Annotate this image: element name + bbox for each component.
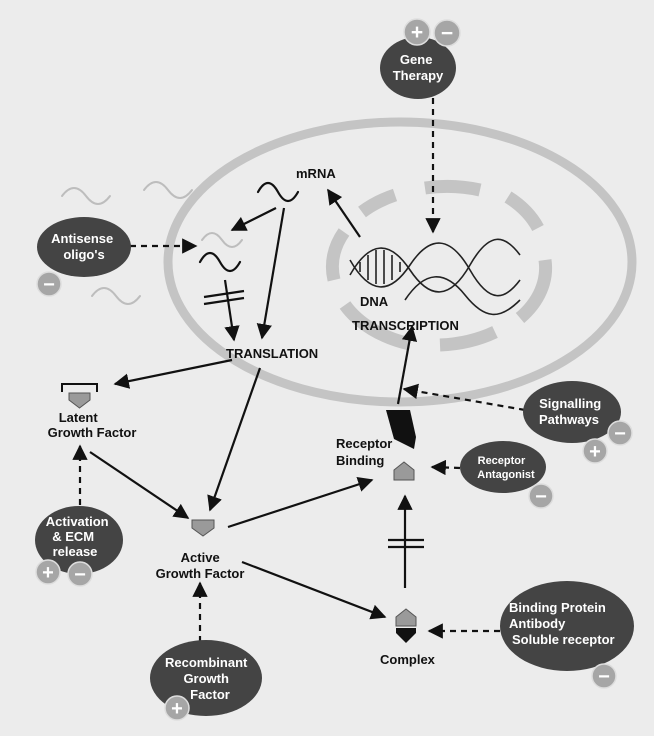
latent-growth-factor-icon: [61, 383, 98, 409]
minus-icon: [607, 420, 633, 446]
dashed-arrows: [72, 98, 526, 642]
gene-therapy-node: [380, 37, 456, 99]
latent-growth-factor-label: Latent Growth Factor: [48, 410, 137, 440]
plus-sign: +: [171, 698, 183, 720]
free-mrna-squiggle: [61, 187, 111, 205]
plus-icon: [164, 695, 190, 721]
free-mrna-squiggle: [91, 287, 141, 305]
mrna-strands: [61, 181, 300, 305]
free-mrna-squiggle: [143, 181, 193, 199]
antisense-squiggle: [201, 232, 243, 248]
translation-label: TRANSLATION: [226, 346, 318, 361]
active-growth-factor-label: Active Growth Factor: [156, 550, 245, 581]
minus-sign: −: [598, 666, 610, 688]
activation-ecm-label: Activation & ECM release: [46, 514, 112, 559]
recombinant-label: Recombinant Growth Factor: [165, 655, 251, 702]
minus-icon: [433, 19, 461, 47]
plus-sign: +: [42, 562, 54, 584]
inhibition-marks: [203, 289, 424, 549]
binding-protein-node: [500, 581, 634, 671]
minus-sign: −: [535, 486, 547, 508]
gene-therapy-label: Gene Therapy: [393, 52, 444, 83]
minus-icon: [36, 271, 62, 297]
bound-growth-factor-icon: [393, 461, 415, 481]
bound-mrna-squiggle: [198, 251, 242, 273]
complex-label: Complex: [380, 652, 436, 667]
minus-icon: [591, 663, 617, 689]
activation-ecm-node: [35, 506, 123, 574]
minus-icon: [528, 483, 554, 509]
plus-sign: +: [589, 441, 601, 463]
dna-helix-icon: [349, 238, 521, 316]
plus-icon: [582, 438, 608, 464]
transcription-label: TRANSCRIPTION: [352, 318, 459, 333]
antisense-label: Antisense oligo's: [51, 231, 117, 262]
cell-membrane: [163, 117, 637, 407]
receptor-antagonist-node: [460, 441, 546, 493]
mrna-squiggle: [256, 181, 300, 203]
minus-sign: −: [441, 22, 453, 45]
dna-label: DNA: [360, 294, 389, 309]
receptor-binding-label: Receptor Binding: [336, 436, 396, 468]
signalling-pathways-label: Signalling Pathways: [539, 396, 605, 427]
plus-sign: +: [411, 21, 423, 44]
minus-icon: [67, 561, 93, 587]
complex-icon: [395, 608, 417, 643]
signalling-pathways-node: [523, 381, 621, 443]
minus-sign: −: [43, 274, 55, 296]
receptor-icon: [386, 410, 416, 449]
plus-icon: [403, 18, 431, 46]
nuclear-envelope: [325, 179, 553, 352]
minus-sign: −: [74, 564, 86, 586]
solid-arrows: [89, 188, 418, 620]
minus-sign: −: [614, 423, 626, 445]
active-growth-factor-icon: [191, 519, 215, 537]
mrna-label: mRNA: [296, 166, 336, 181]
receptor-antagonist-label: Receptor Antagonist: [477, 455, 535, 481]
binding-protein-label: Binding Protein Antibody Soluble recepto…: [509, 600, 615, 647]
antisense-node: [37, 217, 131, 277]
plus-icon: [35, 559, 61, 585]
